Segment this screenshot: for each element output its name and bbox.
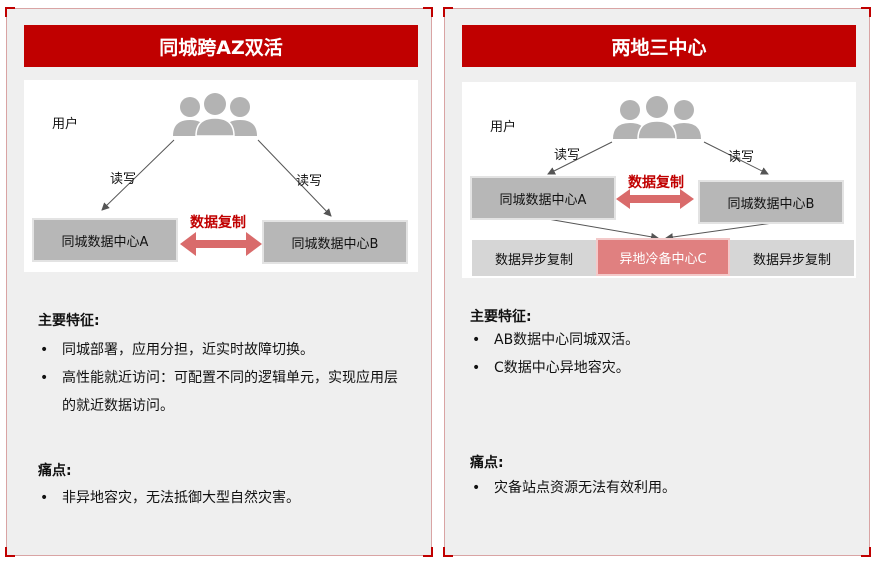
features-list: 同城部署，应用分担，近实时故障切换。 高性能就近访问：可配置不同的逻辑单元，实现… bbox=[36, 336, 406, 420]
pain-points-list: 非异地容灾，无法抵御大型自然灾害。 bbox=[36, 484, 406, 512]
datacenter-a-box: 同城数据中心A bbox=[32, 218, 178, 262]
panel-title: 同城跨AZ双活 bbox=[24, 25, 418, 67]
panel-two-sites-three-centers: 两地三中心 用户 读写 bbox=[443, 7, 871, 557]
async-arrow-from-b bbox=[665, 221, 781, 241]
replication-double-arrow bbox=[616, 189, 694, 209]
read-write-label-left: 读写 bbox=[110, 172, 137, 187]
read-write-arrow-right bbox=[257, 139, 332, 217]
pain-points-heading: 痛点: bbox=[38, 463, 72, 479]
datacenter-b-box: 同城数据中心B bbox=[698, 180, 844, 224]
datacenter-b-box: 同城数据中心B bbox=[262, 220, 408, 264]
datacenter-a-box: 同城数据中心A bbox=[470, 176, 616, 220]
pain-points-heading: 痛点: bbox=[470, 455, 504, 471]
cold-backup-center-c-box: 异地冷备中心C bbox=[596, 238, 730, 276]
users-group-icon bbox=[173, 93, 257, 137]
users-label: 用户 bbox=[52, 117, 79, 132]
read-write-label-left: 读写 bbox=[554, 148, 581, 163]
replication-label: 数据复制 bbox=[190, 215, 246, 231]
diagram-graphics bbox=[101, 93, 332, 256]
diagram-graphics bbox=[541, 96, 781, 241]
list-item: 非异地容灾，无法抵御大型自然灾害。 bbox=[36, 484, 406, 512]
panel-same-city-active-active: 同城跨AZ双活 用户 读写 读写 数据复制 bbox=[5, 7, 433, 557]
features-heading: 主要特征: bbox=[38, 313, 100, 329]
list-item: 同城部署，应用分担，近实时故障切换。 bbox=[36, 336, 406, 364]
list-item: 灾备站点资源无法有效利用。 bbox=[468, 474, 838, 502]
features-heading: 主要特征: bbox=[470, 309, 532, 325]
architecture-diagram: 用户 读写 读写 数据复制 同城数据中心A 同城数据中心B bbox=[24, 80, 418, 272]
users-group-icon bbox=[613, 96, 701, 140]
list-item: C数据中心异地容灾。 bbox=[468, 354, 838, 382]
read-write-arrow-left bbox=[101, 139, 175, 211]
features-list: AB数据中心同城双活。 C数据中心异地容灾。 bbox=[468, 326, 838, 382]
users-label: 用户 bbox=[490, 120, 517, 135]
panel-title: 两地三中心 bbox=[462, 25, 856, 67]
read-write-label-right: 读写 bbox=[728, 150, 755, 165]
replication-label: 数据复制 bbox=[628, 175, 684, 191]
read-write-label-right: 读写 bbox=[296, 174, 323, 189]
list-item: AB数据中心同城双活。 bbox=[468, 326, 838, 354]
architecture-diagram: 用户 读写 读写 数据复制 同城数据中心A 同城数据中心B 数据异步复制 异地冷… bbox=[462, 82, 856, 278]
replication-double-arrow bbox=[180, 232, 262, 256]
async-replication-left: 数据异步复制 bbox=[472, 240, 596, 276]
async-arrow-from-a bbox=[541, 217, 659, 241]
read-write-arrow-left bbox=[547, 141, 613, 175]
pain-points-list: 灾备站点资源无法有效利用。 bbox=[468, 474, 838, 502]
read-write-arrow-right bbox=[703, 141, 769, 175]
list-item: 高性能就近访问：可配置不同的逻辑单元，实现应用层的就近数据访问。 bbox=[36, 364, 406, 420]
async-replication-right: 数据异步复制 bbox=[730, 240, 854, 276]
